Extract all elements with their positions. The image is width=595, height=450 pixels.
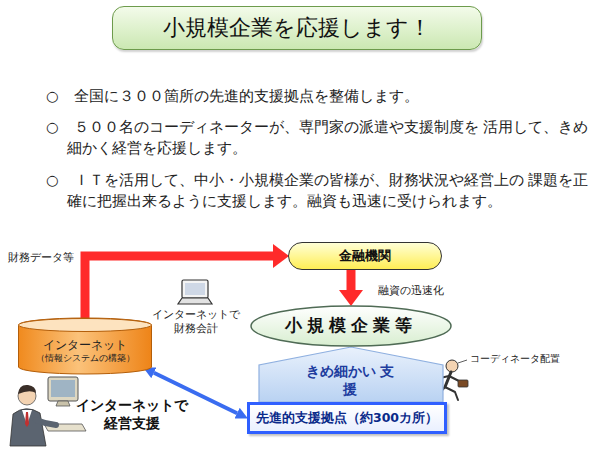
person-tie: [25, 412, 29, 427]
monitor-stand: [56, 401, 70, 406]
laptop-base: [178, 298, 212, 304]
connector-label: きめ細かい 支援: [300, 362, 400, 398]
connection-note: インターネットで 財務会計: [150, 308, 242, 336]
node-text: （情報システムの構築）: [36, 353, 135, 363]
title-text: 小規模企業を応援します！: [163, 13, 431, 43]
coordinator-note: コーディネータ配置: [470, 352, 585, 366]
database-cylinder: インターネット（情報システムの構築）: [18, 318, 152, 374]
node-text: 小規模企業等: [285, 316, 417, 336]
bullet-text: ○ 全国に３００箇所の先進的支援拠点を整備します。: [46, 86, 595, 107]
runner-body: [445, 372, 451, 387]
ellipse-shape: [251, 306, 451, 346]
firm-ellipse: 小規模企業等: [250, 305, 452, 347]
person-hair: [18, 385, 36, 394]
node-text: インターネット: [43, 339, 127, 353]
node-text: 金融機関: [339, 249, 391, 264]
monitor: [48, 377, 78, 401]
laptop-screen: [182, 280, 208, 298]
connector-label: 融資の迅速化: [378, 283, 468, 298]
bullet-text: ○ ５００名のコーディネーターが、専門家の派遣や支援制度を 活用して、きめ細かく…: [46, 117, 595, 159]
bullet-text: ○ ＩＴを活用して、中小・小規模企業の皆様が、財務状況や経営上の 課題を正確に把…: [46, 170, 595, 212]
laptop-display: [185, 283, 205, 295]
red-arrow: [347, 270, 356, 290]
cylinder-body: [19, 318, 152, 374]
person-suit: [10, 409, 46, 446]
monitor-screen: [51, 380, 75, 397]
title-banner: 小規模企業を応援します！: [112, 6, 482, 50]
cylinder-top: [19, 319, 152, 332]
laptop-icon: [178, 280, 212, 304]
bank-box: 金融機関: [288, 242, 442, 270]
briefcase: [458, 380, 468, 387]
person-at-computer: [10, 377, 86, 446]
connector-label: インターネットで 経営支援: [72, 396, 192, 432]
connector-label: 財務データ等: [8, 250, 80, 265]
leader-line: [458, 360, 467, 363]
runner-head: [446, 360, 458, 372]
node-text: 先進的支援拠点（約300カ所）: [256, 411, 438, 425]
support-base-box: 先進的支援拠点（約300カ所）: [247, 402, 447, 434]
person-arm: [36, 420, 56, 425]
block-arrow: [259, 347, 443, 402]
